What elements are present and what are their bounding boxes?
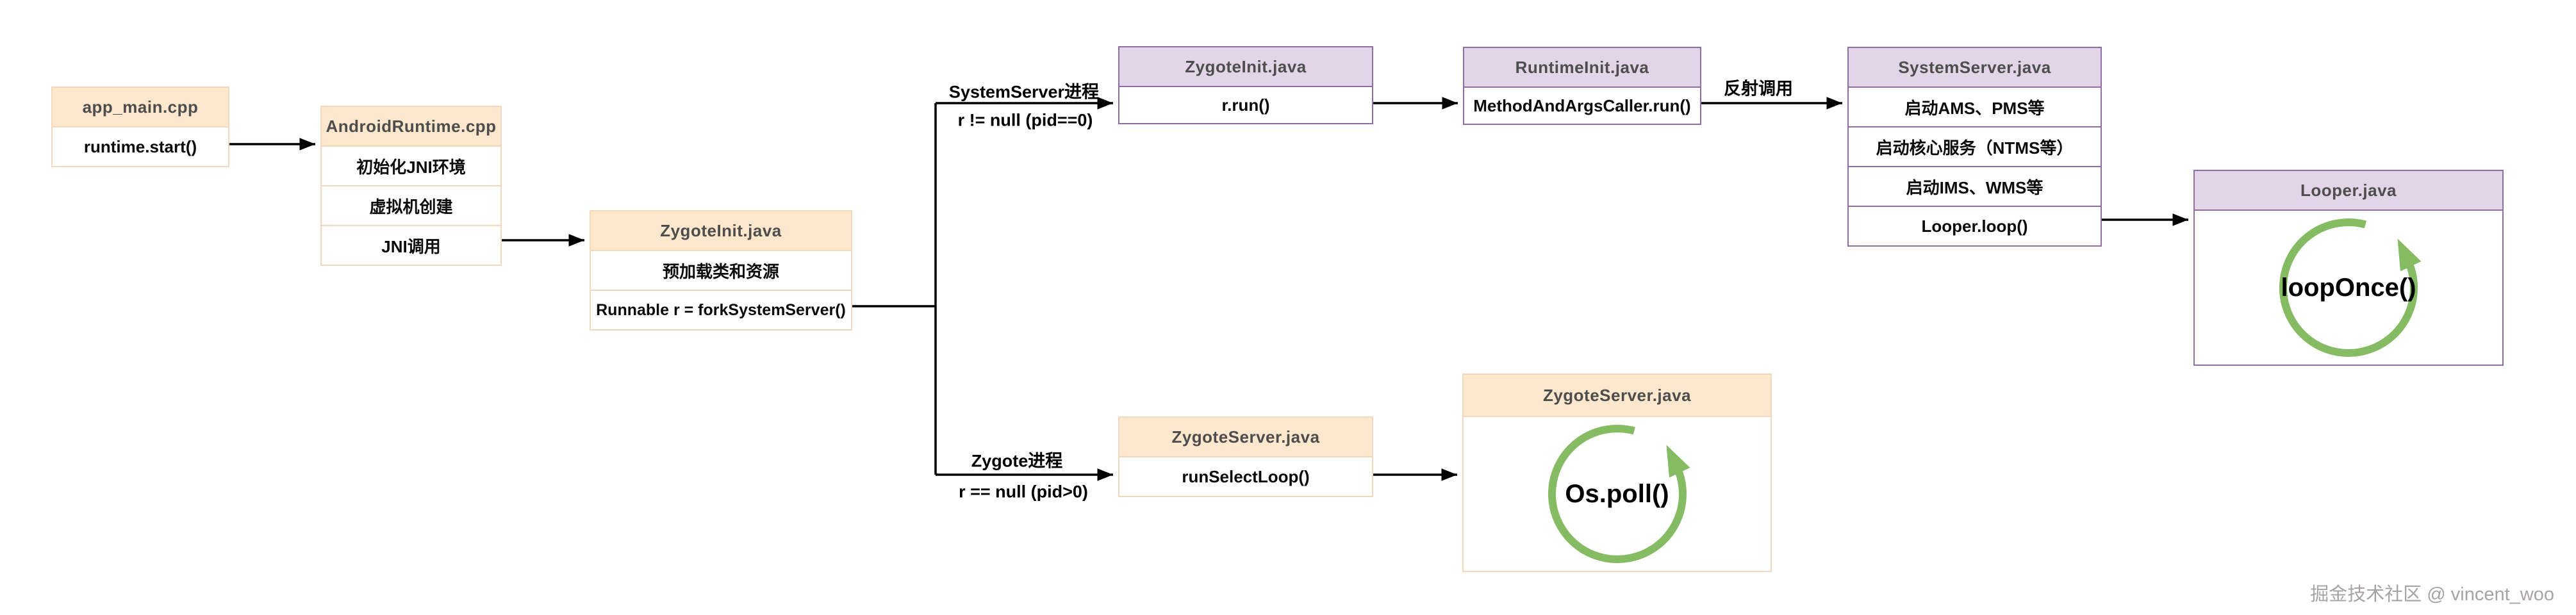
node-title: AndroidRuntime.cpp — [322, 107, 500, 145]
label-systemserver-process: SystemServer进程 — [948, 82, 1100, 102]
node-title: app_main.cpp — [53, 88, 228, 126]
node-zygote-init: ZygoteInit.java 预加载类和资源 Runnable r = for… — [590, 210, 852, 331]
node-zygote-server-small: ZygoteServer.java runSelectLoop() — [1118, 416, 1373, 497]
node-row: r.run() — [1119, 86, 1372, 123]
node-row: 启动核心服务（NTMS等） — [1849, 126, 2101, 166]
node-row: Looper.loop() — [1849, 206, 2101, 245]
node-row: 启动AMS、PMS等 — [1849, 86, 2101, 126]
node-zygote-init-top: ZygoteInit.java r.run() — [1118, 46, 1373, 124]
os-poll-label: Os.poll() — [1565, 479, 1669, 508]
node-row: runSelectLoop() — [1119, 456, 1372, 496]
node-row: runtime.start() — [53, 126, 228, 166]
node-row: 虚拟机创建 — [322, 185, 500, 225]
node-runtime-init: RuntimeInit.java MethodAndArgsCaller.run… — [1463, 47, 1701, 125]
node-zygote-server-big: ZygoteServer.java Os.poll() — [1462, 373, 1772, 572]
node-title: Looper.java — [2195, 171, 2502, 209]
node-row: Runnable r = forkSystemServer() — [591, 290, 851, 329]
node-title: ZygoteInit.java — [591, 211, 851, 250]
node-title: ZygoteServer.java — [1464, 375, 1771, 416]
node-row: JNI调用 — [322, 225, 500, 265]
node-row: MethodAndArgsCaller.run() — [1464, 86, 1700, 124]
ospoll-loop-body: Os.poll() — [1464, 416, 1771, 571]
node-android-runtime: AndroidRuntime.cpp 初始化JNI环境 虚拟机创建 JNI调用 — [320, 106, 502, 266]
label-zygote-condition: r == null (pid>0) — [959, 482, 1088, 502]
watermark: 掘金技术社区 @ vincent_woo — [2310, 584, 2554, 605]
loop-once-label: loopOnce() — [2281, 273, 2416, 302]
node-row: 启动IMS、WMS等 — [1849, 166, 2101, 206]
node-row: 预加载类和资源 — [591, 250, 851, 290]
node-title: SystemServer.java — [1849, 48, 2101, 86]
loop-circle-icon — [1548, 425, 1690, 563]
looper-loop-body: loopOnce() — [2195, 209, 2502, 365]
node-title: ZygoteInit.java — [1119, 47, 1372, 86]
label-zygote-process: Zygote进程 — [971, 451, 1063, 471]
node-title: RuntimeInit.java — [1464, 48, 1700, 86]
label-reflection-call: 反射调用 — [1724, 79, 1793, 99]
node-app-main: app_main.cpp runtime.start() — [51, 86, 229, 167]
node-title: ZygoteServer.java — [1119, 418, 1372, 456]
node-system-server: SystemServer.java 启动AMS、PMS等 启动核心服务（NTMS… — [1847, 47, 2102, 247]
node-looper: Looper.java loopOnce() — [2193, 170, 2504, 366]
label-systemserver-condition: r != null (pid==0) — [957, 110, 1093, 130]
node-row: 初始化JNI环境 — [322, 145, 500, 185]
loop-circle-icon — [2279, 218, 2422, 357]
